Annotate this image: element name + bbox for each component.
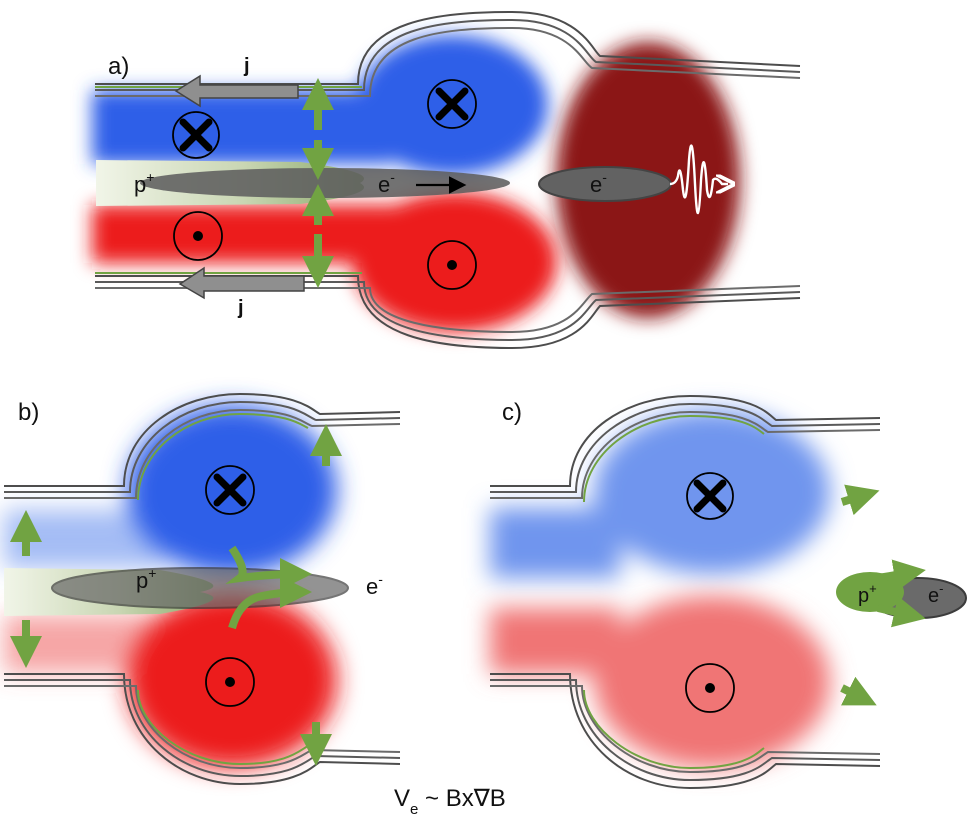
field-into-region — [4, 405, 337, 575]
panel-label-a: a) — [108, 53, 129, 80]
channel-wall-bottom — [490, 673, 881, 790]
proton-label: p+ — [136, 565, 156, 593]
drift-arrows-c — [840, 484, 926, 706]
current-label-top: j — [243, 55, 250, 77]
wave-packet-icon — [669, 144, 728, 215]
dot-in-circle-icon — [685, 663, 735, 713]
electron-bunch-label: e- — [590, 169, 607, 197]
proton-bunch — [836, 572, 904, 612]
panel-a: a) j j p+ e- e- — [92, 10, 801, 350]
proton-label: p+ — [134, 169, 154, 197]
cross-in-circle-icon — [427, 79, 477, 129]
cross-in-circle-icon — [686, 472, 734, 520]
cross-in-circle-icon — [205, 465, 255, 515]
current-label-bottom: j — [237, 297, 244, 319]
electron-label: e- — [366, 571, 383, 599]
panel-label-c: c) — [502, 399, 522, 426]
drift-velocity-formula: Ve ~ Bx∇B — [394, 785, 506, 818]
field-into-region — [490, 410, 830, 578]
channel-wall-top — [4, 392, 401, 501]
dot-in-circle-icon — [427, 240, 477, 290]
panel-c: c) p+ e- — [490, 394, 967, 790]
electron-sheet — [51, 567, 349, 609]
cross-in-circle-icon — [172, 111, 220, 159]
channel-wall-top — [490, 394, 881, 503]
channel-wall-top — [95, 10, 801, 97]
dot-in-circle-icon — [205, 657, 255, 707]
electron-label: e- — [378, 169, 395, 197]
current-arrow-top — [174, 74, 299, 108]
channel-wall-bottom — [95, 272, 801, 350]
proton-label: p+ — [858, 581, 877, 607]
panel-b: b) p+ e- — [4, 392, 401, 786]
panel-label-b: b) — [18, 399, 39, 426]
field-out-region — [92, 192, 557, 332]
electron-label: e- — [928, 581, 943, 607]
current-arrow-bottom — [178, 266, 305, 300]
field-into-region — [92, 35, 548, 175]
drift-arrows-b — [10, 424, 342, 766]
electron-sheet — [140, 168, 510, 198]
field-out-region — [490, 596, 830, 768]
dot-in-circle-icon — [173, 211, 223, 261]
